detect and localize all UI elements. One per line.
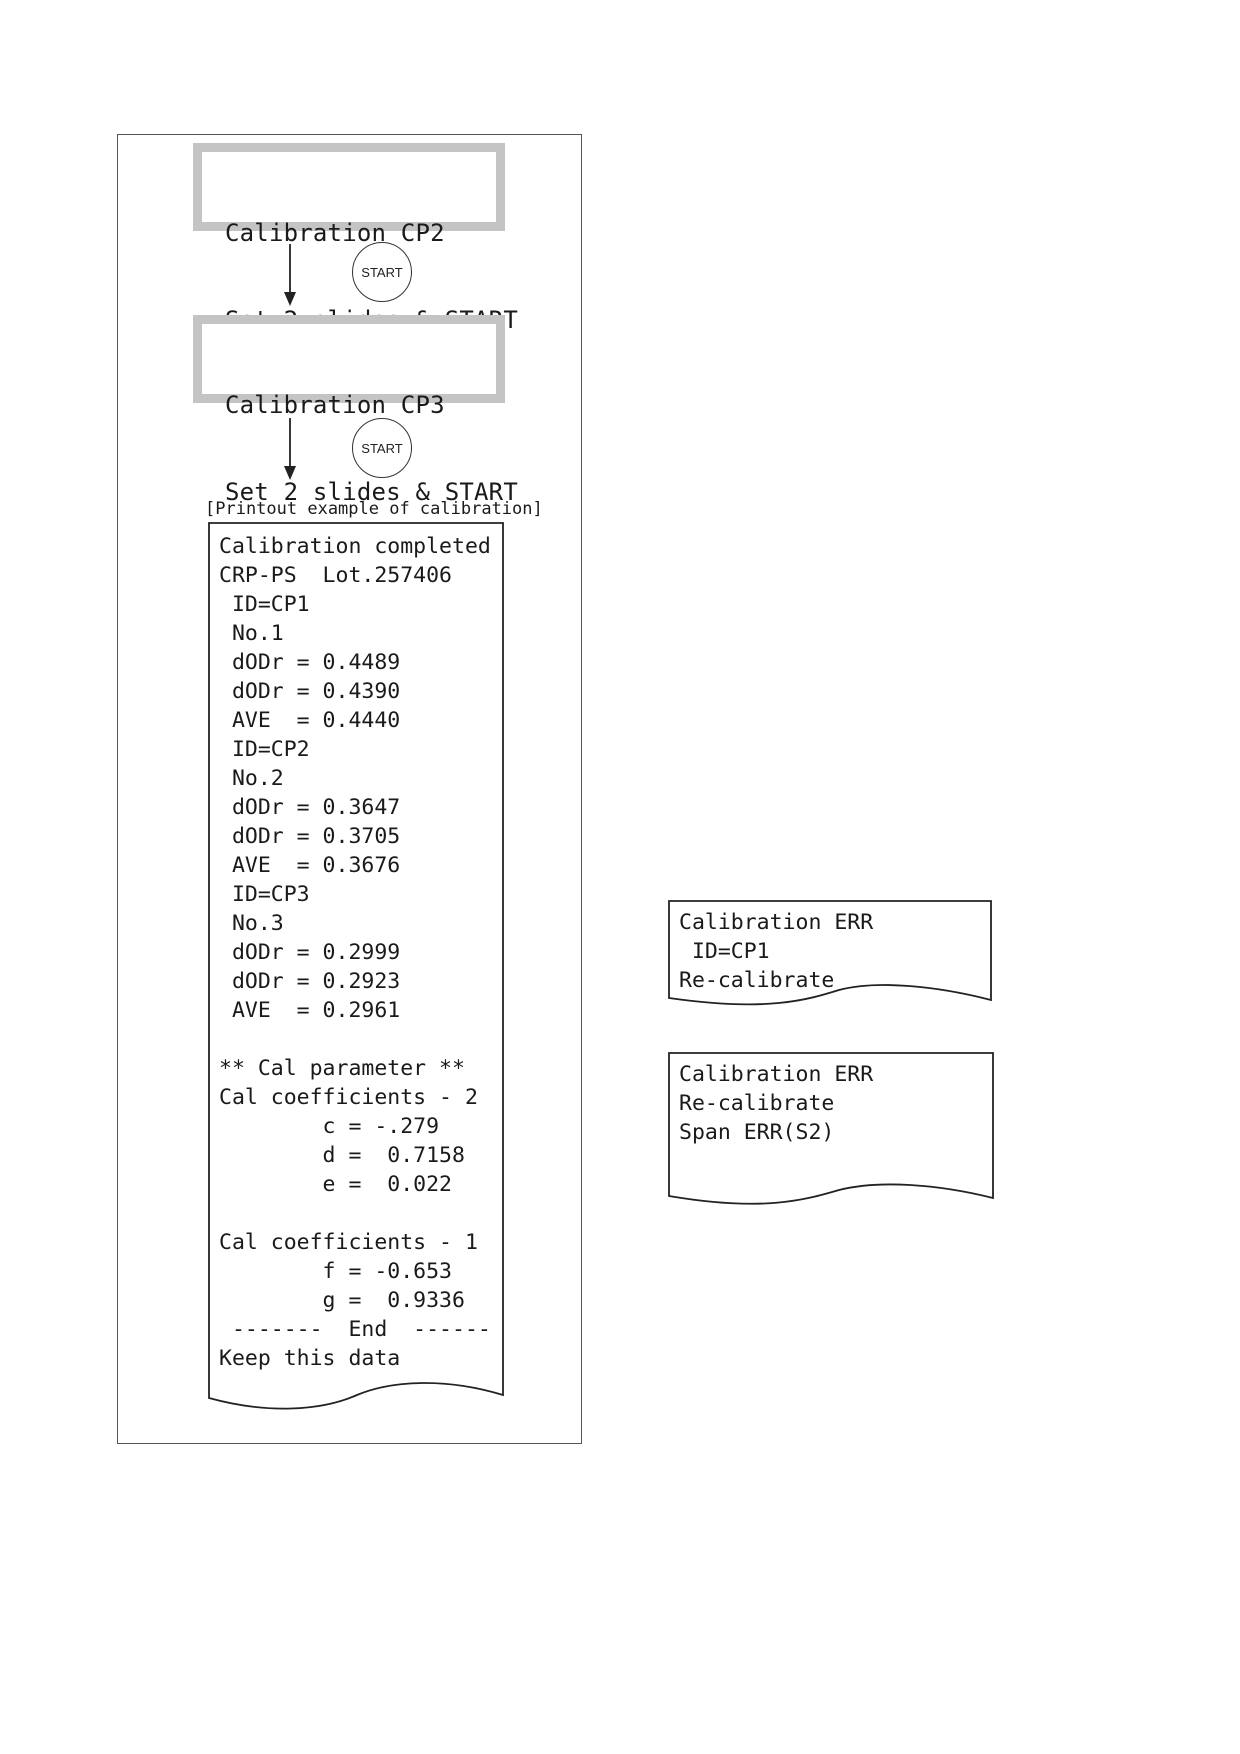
error-printout-line: Calibration ERR [679,1062,874,1087]
printout-line: No.3 [219,911,284,936]
calibration-printout-paper [208,522,504,1410]
printout-line: ------- End ------ [219,1317,491,1342]
printout-line: c = -.279 [219,1114,440,1139]
printout-line [219,1199,491,1228]
printout-line: ID=CP3 [219,882,310,907]
printout-line: dODr = 0.4489 [219,650,401,675]
printout-line: d = 0.7158 [219,1143,465,1168]
printout-line: dODr = 0.4390 [219,679,401,704]
printout-line: e = 0.022 [219,1172,452,1197]
error-printout-line: Span ERR(S2) [679,1120,835,1145]
start-button-label: START [361,264,403,280]
error-printout-line: Calibration ERR [679,910,874,935]
printout-caption: [Printout example of calibration] [205,499,543,519]
error-printout-line: Re-calibrate [679,1091,835,1116]
printout-line: Calibration completed [219,534,491,559]
error-printout-2-paper [668,1052,994,1205]
start-button[interactable]: START [352,242,412,302]
printout-line: dODr = 0.2923 [219,969,401,994]
down-arrow-icon [284,244,296,306]
printout-line: AVE = 0.2961 [219,998,401,1023]
start-button-label: START [361,440,403,456]
printout-line: CRP-PS Lot.257406 [219,563,452,588]
printout-line: ID=CP1 [219,592,310,617]
printout-line: AVE = 0.4440 [219,708,401,733]
lcd-display-cp3: Calibration CP3 Set 2 slides & START [193,315,518,506]
lcd-display-cp2: Calibration CP2 Set 2 slides & START [193,143,518,334]
lcd-line-1: Calibration CP3 [225,391,445,419]
printout-line: dODr = 0.2999 [219,940,401,965]
printout-line: Cal coefficients - 2 [219,1085,478,1110]
printout-line [219,1025,491,1054]
start-button[interactable]: START [352,418,412,478]
printout-line: f = -0.653 [219,1259,452,1284]
printout-line: g = 0.9336 [219,1288,465,1313]
printout-line: ID=CP2 [219,737,310,762]
error-printout-line: Re-calibrate [679,968,835,993]
lcd-line-1: Calibration CP2 [225,219,445,247]
printout-line: Keep this data [219,1346,401,1371]
procedure-frame [117,134,582,1444]
lcd-line-2: Set 2 slides & START [225,478,518,506]
down-arrow-icon [284,418,296,480]
printout-line: No.2 [219,766,284,791]
printout-line: AVE = 0.3676 [219,853,401,878]
printout-line: Cal coefficients - 1 [219,1230,478,1255]
printout-line: No.1 [219,621,284,646]
printout-line: dODr = 0.3647 [219,795,401,820]
printout-line: dODr = 0.3705 [219,824,401,849]
error-printout-line: ID=CP1 [679,939,770,964]
printout-line: ** Cal parameter ** [219,1056,465,1081]
error-printout-1-paper [668,900,992,1006]
